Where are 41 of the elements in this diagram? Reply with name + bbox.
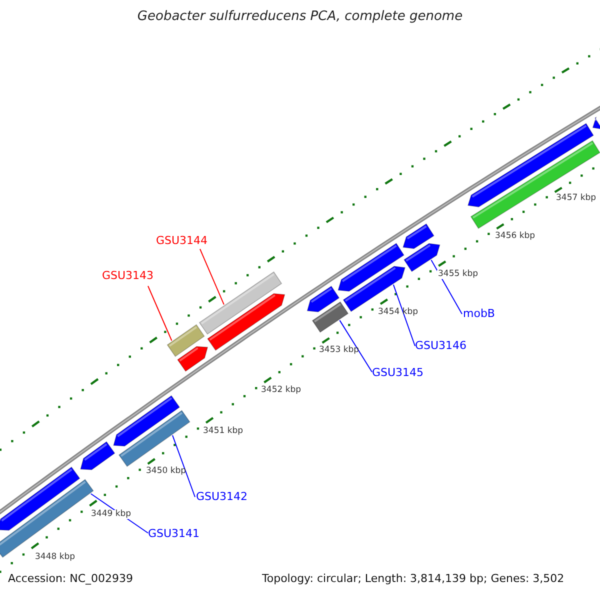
scale-label: 3452 kbp: [261, 386, 302, 396]
gene-bar: [312, 301, 349, 333]
gene-bar: [470, 140, 600, 229]
gene-bar: [177, 346, 208, 372]
footer-text: Accession: NC_002939: [8, 573, 134, 586]
leader-line: [172, 434, 196, 498]
scale-label: 3456 kbp: [495, 232, 536, 242]
scale-label: 3457 kbp: [556, 194, 596, 204]
scale-label: 3451 kbp: [203, 427, 244, 436]
gene-bar: [118, 410, 190, 467]
gene-bar: [80, 441, 116, 470]
scale-label: 3453 kbp: [319, 346, 360, 356]
gene-bar: [207, 293, 286, 351]
gene-bar: [0, 466, 80, 531]
gene-label: mobB: [463, 308, 495, 320]
gene-bar: [467, 122, 594, 208]
gene-bar: [166, 324, 205, 357]
gene-bar: [113, 395, 180, 446]
title: Geobacter sulfurreducens PCA, complete genome: [136, 10, 464, 24]
gene-bar: [198, 271, 282, 335]
scale-label: 3454 kbp: [378, 308, 418, 318]
gene-label: GSU3145: [372, 367, 424, 380]
gene-bar: [306, 286, 340, 312]
gene-label: GSU3142: [196, 491, 248, 504]
leader-line: [148, 286, 172, 342]
gene-bar: [404, 243, 440, 272]
leader-line: [392, 284, 416, 346]
leader-line: [200, 248, 224, 306]
gene-bar: [592, 116, 600, 130]
leader-line: [430, 260, 462, 314]
scale-label: 3455 kbp: [437, 270, 480, 280]
leader-line: [339, 320, 372, 372]
gene-label: GSU3146: [415, 340, 467, 352]
gene-label: GSU3141: [148, 528, 200, 540]
scale-label: 3449 kbp: [90, 510, 132, 520]
gene-bar: [402, 223, 434, 250]
scale-label: 3450 kbp: [146, 467, 186, 476]
scale-label: 3448 kbp: [35, 553, 76, 562]
footer-text: Topology: circular; Length: 3,814,139 bp; Genes: 3,502: [262, 573, 564, 586]
gene-label: GSU3143: [102, 270, 154, 282]
gene-label: GSU3144: [156, 235, 208, 248]
